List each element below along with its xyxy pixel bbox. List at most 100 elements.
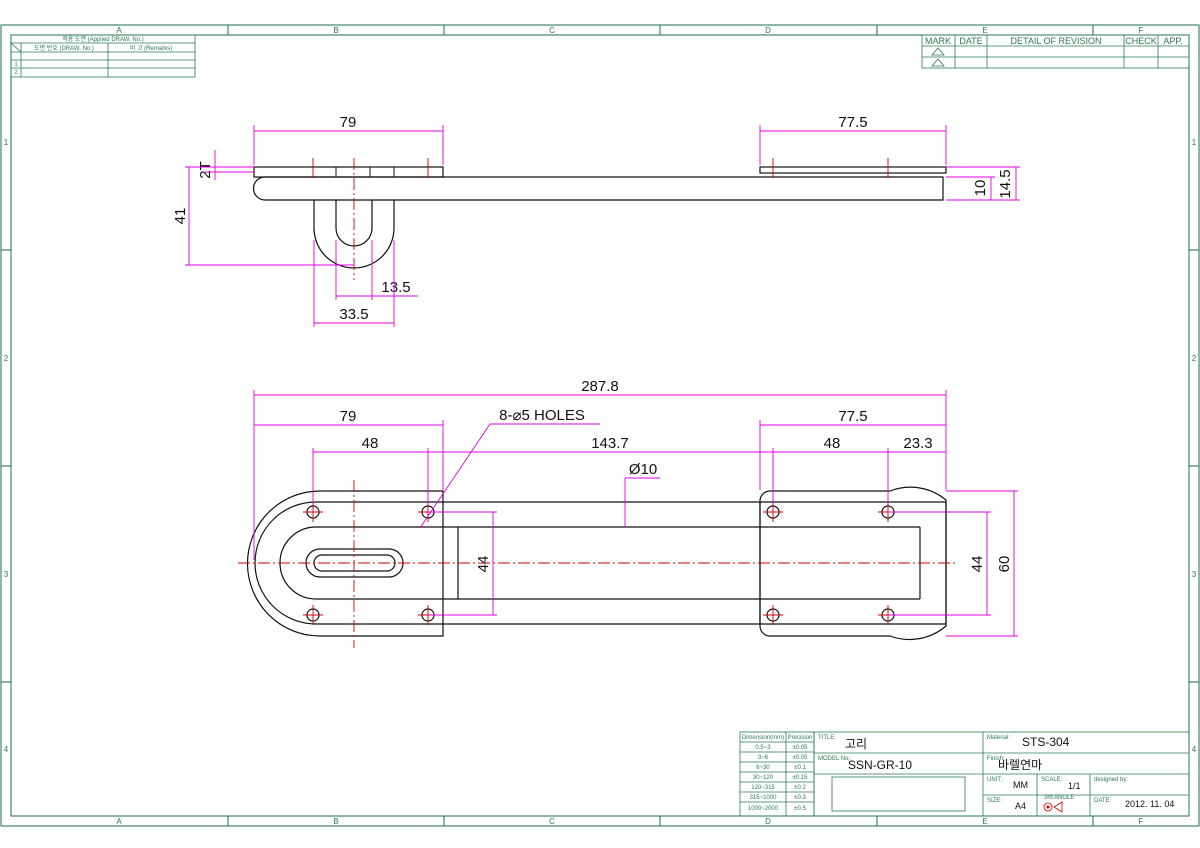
tolerance-table: Dimension(mm) Precision 0.5~3 ±0.05 3~6 … xyxy=(739,731,815,817)
top-view-bar xyxy=(252,176,944,201)
applied-table-title: 적용 도면 (Applied DRAW. No.) xyxy=(62,35,144,43)
title-block-stamp-box xyxy=(831,776,966,812)
revision-col-mark: MARK xyxy=(925,36,951,46)
applied-drawing-table: 적용 도면 (Applied DRAW. No.) 도면 번호 (DRAW. N… xyxy=(10,34,196,78)
revision-col-detail: DETAIL OF REVISION xyxy=(1010,36,1101,46)
title-label: TITLE: xyxy=(818,735,836,741)
designed-label: designed by: xyxy=(1094,777,1128,783)
dim-front-143-7: 143.7 xyxy=(591,435,629,452)
material-value: STS-304 xyxy=(1022,735,1070,749)
projection-label: 3rd ANGLE xyxy=(1044,795,1074,801)
tolerance-row-prec: ±0.2 xyxy=(794,785,806,791)
outer-border xyxy=(0,24,1200,827)
title-block: TITLE: 고리 MODEL No. SSN-GR-10 Material: … xyxy=(813,731,1190,817)
dim-front-77-5: 77.5 xyxy=(838,408,867,425)
front-view-right-plate xyxy=(759,486,947,641)
dim-top-33-5: 33.5 xyxy=(339,306,368,323)
dim-front-23-3: 23.3 xyxy=(903,435,932,452)
tolerance-row-dim: 0.5~3 xyxy=(755,745,771,751)
date-value: 2012. 11. 04 xyxy=(1125,799,1174,809)
dim-front-44-right: 44 xyxy=(969,556,986,573)
tolerance-row-prec: ±0.15 xyxy=(793,775,809,781)
zone-markers: A B C D E F A B C D E F 1 2 3 4 1 2 3 4 xyxy=(1,25,1199,826)
size-label: SIZE: xyxy=(987,798,1002,804)
revision-col-app: APP. xyxy=(1163,36,1182,46)
zone-3-left: 3 xyxy=(4,570,9,579)
dim-front-79: 79 xyxy=(340,408,357,425)
zone-e-bottom: E xyxy=(982,817,987,826)
scale-value: 1/1 xyxy=(1068,781,1081,791)
size-value: A4 xyxy=(1015,801,1026,811)
dim-top-79: 79 xyxy=(340,114,357,131)
applied-table-row-1: 1 xyxy=(14,62,18,68)
zone-e-top: E xyxy=(982,26,987,35)
dim-top-2t: 2T xyxy=(197,161,214,179)
model-value: SSN-GR-10 xyxy=(848,758,912,772)
front-view-left-plate xyxy=(246,490,444,637)
tolerance-row-prec: ±0.05 xyxy=(793,755,809,761)
top-view-right-plate xyxy=(759,166,947,174)
date-label: DATE: xyxy=(1094,798,1112,804)
front-view: 287.8 79 77.5 48 143.7 48 23.3 Ø10 8-⌀5 … xyxy=(238,378,1018,648)
zone-a-bottom: A xyxy=(116,817,122,826)
mounting-holes xyxy=(303,502,898,625)
zone-b-bottom: B xyxy=(333,817,338,826)
zone-c-top: C xyxy=(549,26,555,35)
tolerance-row-prec: ±0.05 xyxy=(793,745,809,751)
zone-1-left: 1 xyxy=(4,138,9,147)
scale-label: SCALE: xyxy=(1041,777,1063,783)
dim-top-41: 41 xyxy=(172,208,189,225)
zone-c-bottom: C xyxy=(549,817,555,826)
tolerance-row-prec: ±0.3 xyxy=(794,795,806,801)
finish-value: 바렐연마 xyxy=(998,758,1042,772)
dim-top-10: 10 xyxy=(972,180,989,197)
tolerance-row-dim: 3~6 xyxy=(758,755,769,761)
dim-front-dia-10: Ø10 xyxy=(629,461,657,478)
zone-3-right: 3 xyxy=(1192,570,1197,579)
revision-col-date: DATE xyxy=(959,36,982,46)
zone-a-top: A xyxy=(116,26,122,35)
dim-top-13-5: 13.5 xyxy=(381,279,410,296)
tolerance-col-precision: Precision xyxy=(788,735,813,741)
top-view: 79 77.5 2T 41 10 14.5 13.5 33.5 xyxy=(172,114,1020,327)
zone-d-top: D xyxy=(765,26,771,35)
zone-4-right: 4 xyxy=(1192,745,1197,754)
revision-triangle-icon xyxy=(931,47,945,56)
dim-front-48-right: 48 xyxy=(824,435,841,452)
tolerance-row-prec: ±0.5 xyxy=(794,806,806,812)
front-view-bar xyxy=(254,501,947,625)
unit-label: UNIT: xyxy=(987,777,1002,783)
tolerance-row-dim: 6~30 xyxy=(756,765,770,771)
inner-border xyxy=(10,34,1190,817)
zone-2-left: 2 xyxy=(4,354,9,363)
zone-b-top: B xyxy=(333,26,338,35)
revision-table: MARK DATE DETAIL OF REVISION CHECK APP. xyxy=(921,34,1190,69)
zone-1-right: 1 xyxy=(1192,138,1197,147)
tolerance-row-dim: 315~1000 xyxy=(750,795,778,801)
dim-top-77-5: 77.5 xyxy=(838,114,867,131)
revision-col-check: CHECK xyxy=(1125,36,1157,46)
zone-4-left: 4 xyxy=(4,745,9,754)
finish-label: Finish: xyxy=(987,756,1005,762)
zone-d-bottom: D xyxy=(765,817,771,826)
dim-top-14-5: 14.5 xyxy=(997,169,1014,198)
tolerance-row-prec: ±0.1 xyxy=(794,765,806,771)
zone-2-right: 2 xyxy=(1192,354,1197,363)
unit-value: MM xyxy=(1013,780,1028,790)
tolerance-row-dim: 30~120 xyxy=(753,775,774,781)
applied-table-col-drawno: 도면 번호 (DRAW. No.) xyxy=(34,44,94,52)
top-view-left-plate xyxy=(253,166,444,178)
revision-triangle-icon xyxy=(931,58,945,67)
dim-front-287-8: 287.8 xyxy=(581,378,619,395)
applied-table-row-2: 2 xyxy=(14,70,18,76)
tolerance-row-dim: 1000~2000 xyxy=(748,806,779,812)
material-label: Material: xyxy=(987,735,1010,741)
zone-f-top: F xyxy=(1139,26,1144,35)
applied-table-col-remarks: 비 고 (Remarks) xyxy=(130,44,172,52)
zone-f-bottom: F xyxy=(1139,817,1144,826)
model-label: MODEL No. xyxy=(818,756,850,762)
dim-front-60: 60 xyxy=(996,556,1013,573)
tolerance-col-dimension: Dimension(mm) xyxy=(742,735,784,741)
dim-front-44-left: 44 xyxy=(475,556,492,573)
